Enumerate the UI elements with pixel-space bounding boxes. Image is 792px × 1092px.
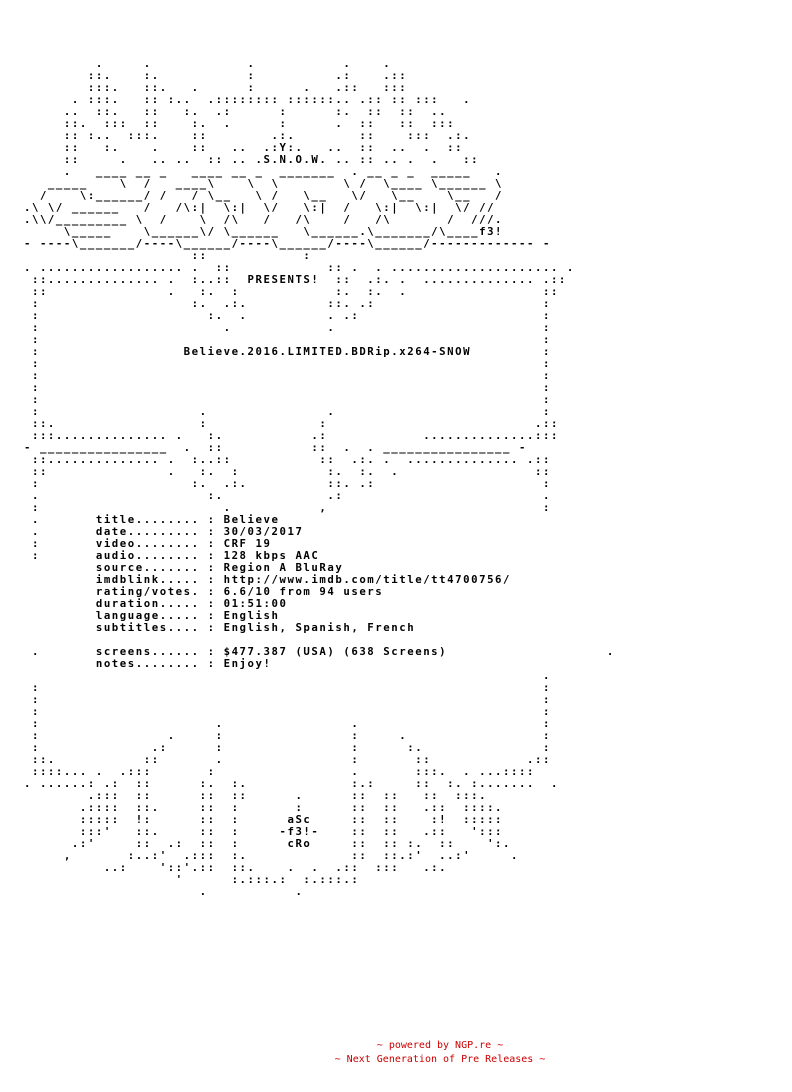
footer-tagline: ~ Next Generation of Pre Releases ~: [334, 1054, 546, 1065]
footer-powered-by: ~ powered by NGP.re ~: [376, 1040, 504, 1051]
nfo-ascii-art: . . . . . ::. :. : .: .:: :::. ::. . : .…: [23, 57, 615, 898]
footer: ~ powered by NGP.re ~ ~ Next Generation …: [0, 1039, 792, 1067]
